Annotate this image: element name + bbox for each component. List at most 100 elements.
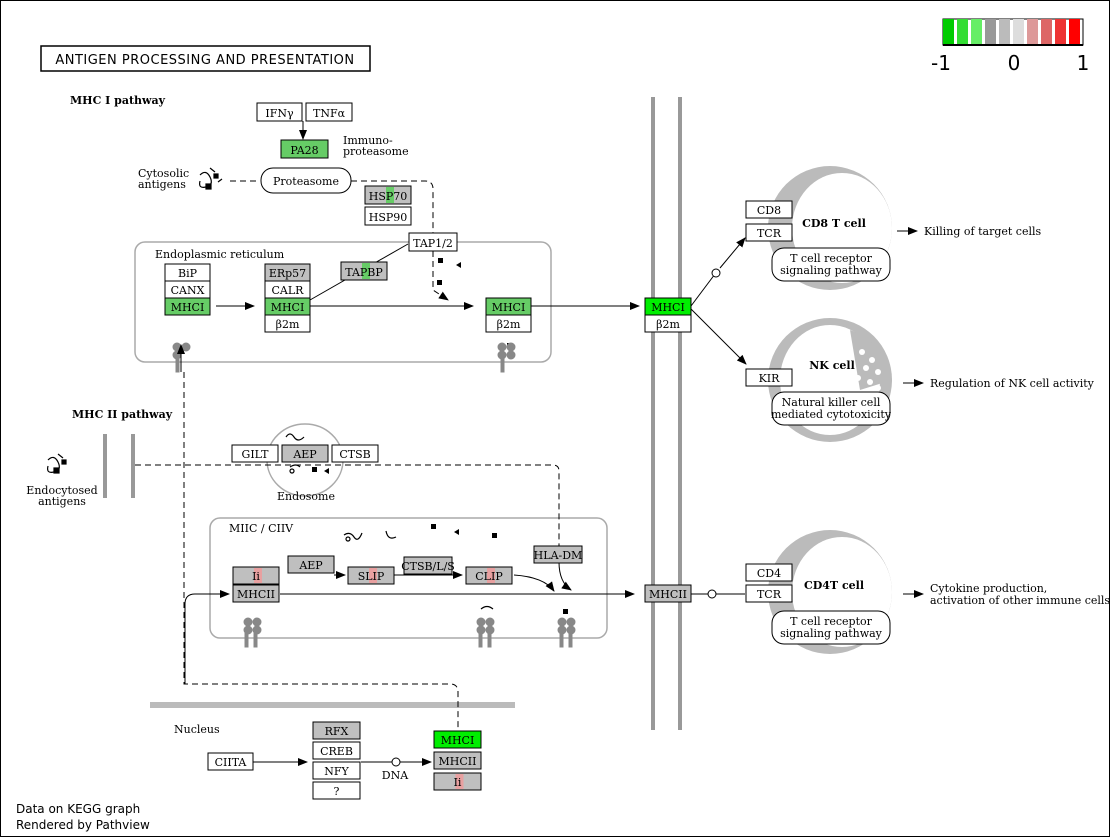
ii-nucleus-node-label: Ii — [454, 776, 462, 789]
mhci-er-node-2[interactable]: MHCI — [264, 297, 311, 316]
tap-node[interactable]: TAP1/2 — [408, 232, 458, 252]
ii-nucleus-node[interactable]: Ii — [433, 772, 482, 791]
b2m-export-node-label: β2m — [497, 318, 521, 331]
endocytosed-label-2: antigens — [38, 495, 86, 508]
tcr-cd8-node[interactable]: TCR — [745, 223, 793, 242]
cd4-t-cell: CD4T cell T cell receptor signaling path… — [768, 530, 892, 654]
footer-line-2: Rendered by Pathview — [16, 818, 150, 832]
page-title: ANTIGEN PROCESSING AND PRESENTATION — [55, 53, 354, 68]
tcr-cd4-node[interactable]: TCR — [745, 584, 793, 603]
mhci-export-node[interactable]: MHCI — [485, 297, 532, 316]
tcr-pathway-label-cd4-2: signaling pathway — [780, 627, 883, 640]
hsp90-node[interactable]: HSP90 — [364, 206, 412, 226]
mhci-surface-node[interactable]: MHCI — [644, 297, 692, 316]
aep-miic-node-label: AEP — [298, 559, 323, 572]
ctsbls-node[interactable]: CTSB/L/S — [401, 556, 455, 575]
tcr-pathway-label-2: signaling pathway — [780, 264, 883, 277]
legend-swatch — [1027, 19, 1038, 45]
rfx-node[interactable]: RFX — [312, 721, 361, 740]
slip-node-label: SLIP — [358, 570, 385, 583]
canx-node[interactable]: CANX — [164, 280, 211, 299]
expression-bar — [487, 568, 495, 583]
endocytosed-antigen-icon — [47, 453, 67, 474]
endocytosed-label-1: Endocytosed — [26, 484, 97, 497]
creb-node[interactable]: CREB — [312, 741, 361, 760]
legend-swatch — [957, 19, 968, 45]
dna-label: DNA — [382, 769, 409, 782]
aep-miic-node[interactable]: AEP — [287, 555, 335, 574]
nk-pathway-label-2: mediated cytotoxicity — [771, 408, 892, 421]
clip-node[interactable]: CLIP — [465, 566, 513, 585]
hladm-node[interactable]: HLA-DM — [533, 545, 583, 564]
ciita-node-label: CIITA — [215, 756, 248, 769]
killing-outcome: Killing of target cells — [924, 225, 1042, 238]
canx-node-label: CANX — [171, 284, 205, 297]
ctsb-node[interactable]: CTSB — [331, 444, 379, 463]
legend-mid-label: 0 — [1008, 51, 1021, 75]
mhci-er-node-2-label: MHCI — [271, 301, 305, 314]
pa28-node[interactable]: PA28 — [280, 139, 329, 159]
proteasome-node[interactable]: Proteasome — [260, 167, 352, 194]
pa28-node-label: PA28 — [290, 144, 318, 157]
cytosolic-label-2: antigens — [138, 178, 186, 191]
legend-swatch — [1013, 19, 1024, 45]
expression-bar — [369, 568, 377, 583]
mhcii-miic-node-label: MHCII — [237, 588, 275, 601]
legend-swatch — [999, 19, 1010, 45]
tcr-pathway-label-cd4-1: T cell receptor — [790, 615, 873, 628]
mhc2-pathway-label: MHC II pathway — [72, 408, 173, 421]
mhci-export-node-label: MHCI — [492, 301, 526, 314]
peptide-fragment-icon — [312, 258, 568, 614]
title-box: ANTIGEN PROCESSING AND PRESENTATION — [40, 45, 371, 72]
ctsbls-node-label: CTSB/L/S — [401, 560, 455, 573]
ciita-node[interactable]: CIITA — [207, 752, 254, 771]
unknown-factor-node-label: ? — [334, 785, 340, 798]
mhcii-surface-node[interactable]: MHCII — [644, 584, 692, 603]
footer-line-1: Data on KEGG graph — [16, 802, 140, 816]
slip-node[interactable]: SLIP — [347, 566, 395, 585]
legend-swatch — [1055, 19, 1066, 45]
cd8-node[interactable]: CD8 — [745, 200, 793, 219]
b2m-er-node-label: β2m — [276, 318, 300, 331]
cytokine-outcome-1: Cytokine production, — [930, 582, 1047, 595]
tcr-pathway-label-1: T cell receptor — [790, 252, 873, 265]
er-label: Endoplasmic reticulum — [155, 248, 285, 261]
b2m-export-node[interactable]: β2m — [485, 314, 532, 333]
erp57-node[interactable]: ERp57 — [264, 263, 311, 282]
miic-compartment — [209, 517, 608, 639]
tnfa-node[interactable]: TNFα — [305, 102, 353, 122]
mhcii-nucleus-node[interactable]: MHCII — [433, 751, 482, 770]
hsp70-node[interactable]: HSP70 — [364, 185, 412, 205]
ii-node-label: Ii — [252, 570, 260, 583]
bip-node[interactable]: BiP — [164, 263, 211, 282]
cd8-node-label: CD8 — [757, 204, 781, 217]
cd4-node-label: CD4 — [757, 567, 781, 580]
tnfa-node-label: TNFα — [313, 107, 346, 120]
tapbp-node[interactable]: TAPBP — [340, 261, 388, 281]
legend-swatch — [971, 19, 982, 45]
nfy-node[interactable]: NFY — [312, 761, 361, 780]
cd4-node[interactable]: CD4 — [745, 563, 793, 582]
mhcii-miic-node[interactable]: MHCII — [232, 584, 280, 603]
mhci-er-node-1[interactable]: MHCI — [164, 297, 211, 316]
aep-endosome-node[interactable]: AEP — [281, 444, 329, 463]
ifng-node[interactable]: IFNγ — [256, 102, 303, 122]
calr-node-label: CALR — [272, 284, 305, 297]
mhci-nucleus-node[interactable]: MHCI — [433, 730, 482, 749]
nk-pathway-label-1: Natural killer cell — [782, 396, 881, 409]
cd4-cell-label: CD4T cell — [804, 579, 864, 592]
b2m-surface-node[interactable]: β2m — [644, 314, 692, 333]
kir-node[interactable]: KIR — [745, 368, 793, 387]
expression-bar — [254, 568, 262, 583]
gilt-node-label: GILT — [242, 448, 270, 461]
immuno-label-2: proteasome — [343, 145, 409, 158]
calr-node[interactable]: CALR — [264, 280, 311, 299]
cytosolic-antigen-icon — [199, 167, 223, 190]
b2m-er-node[interactable]: β2m — [264, 314, 311, 333]
legend-swatch — [943, 19, 954, 45]
cytosolic-label-1: Cytosolic — [138, 167, 189, 180]
ii-node[interactable]: Ii — [232, 566, 280, 585]
gilt-node[interactable]: GILT — [231, 444, 279, 463]
unknown-factor-node[interactable]: ? — [312, 781, 361, 800]
